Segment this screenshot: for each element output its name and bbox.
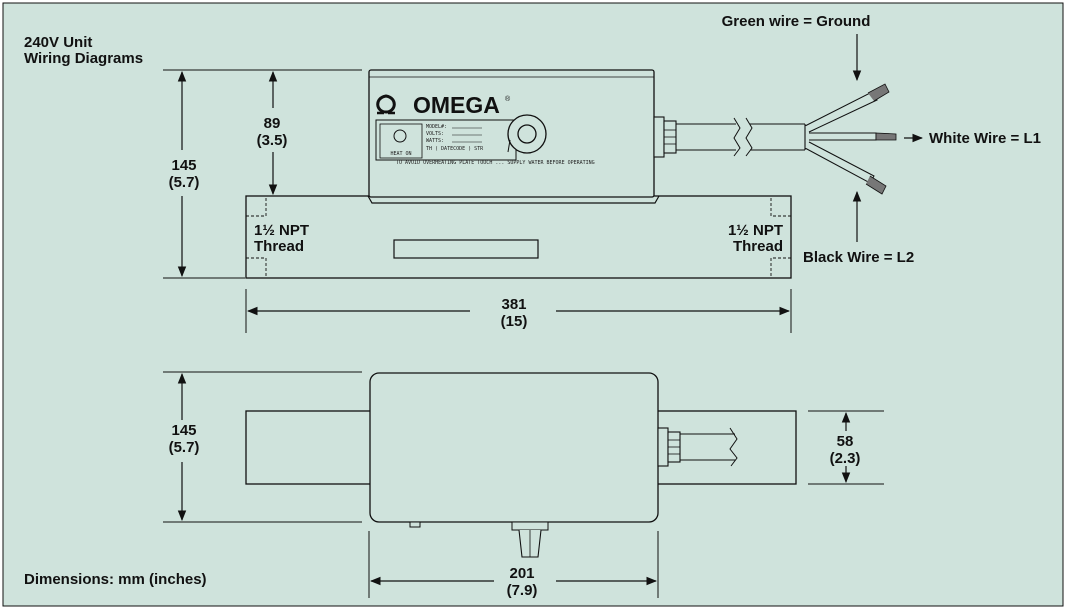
cable-gland-top: [657, 427, 681, 467]
thread-right-line1: 1½ NPT: [728, 222, 783, 239]
pipe-body-front: [245, 195, 792, 279]
thread-marker-right: [770, 196, 791, 278]
title-line1: 240V Unit: [24, 34, 92, 51]
dim-381-mm: 381: [501, 296, 526, 313]
label-green-wire: Green wire = Ground: [722, 13, 871, 30]
heat-indicator-lamp-icon: [393, 129, 407, 143]
dim-145-top-mm: 145: [171, 422, 196, 439]
cable-gland-front: [653, 116, 677, 158]
plate-warning: TO AVOID OVERHEATING PLATE TOUCH ... SUP…: [396, 160, 595, 166]
thread-marker-left: [246, 196, 267, 278]
pipe-label-slot: [393, 239, 539, 259]
omega-logo-icon: [376, 94, 396, 115]
thermostat-knob-icon: [507, 114, 547, 154]
plate-watts: WATTS:: [426, 138, 444, 144]
dim-89-in: (3.5): [257, 132, 288, 149]
control-box-top: [369, 372, 659, 523]
dim-201-mm: 201: [509, 565, 534, 582]
dim-201-in: (7.9): [507, 582, 538, 599]
dimensions-note: Dimensions: mm (inches): [24, 571, 207, 588]
wire-green: [804, 83, 890, 133]
plate-volts: VOLTS:: [426, 131, 444, 137]
thread-left-line1: 1½ NPT: [254, 222, 309, 239]
dim-145-front-mm: 145: [171, 157, 196, 174]
dim-58-in: (2.3): [830, 450, 861, 467]
label-black-wire: Black Wire = L2: [803, 249, 914, 266]
power-cable-front: [676, 117, 806, 157]
dim-89-mm: 89: [264, 115, 281, 132]
wire-white: [809, 132, 897, 141]
plate-model: MODEL#:: [426, 124, 447, 130]
brand-name: OMEGA: [413, 92, 500, 118]
box-base-flange: [367, 195, 660, 204]
power-cable-top: [680, 427, 738, 467]
title-line2: Wiring Diagrams: [24, 50, 143, 67]
wire-black: [804, 141, 887, 195]
label-white-wire: White Wire = L1: [929, 130, 1041, 147]
registered-mark: ®: [505, 95, 511, 103]
plate-datecode: TH ( DATECODE ) STR: [426, 146, 484, 152]
thread-right-line2: Thread: [733, 238, 783, 255]
thread-left-line2: Thread: [254, 238, 304, 255]
dim-145-front-in: (5.7): [169, 174, 200, 191]
dim-58-mm: 58: [837, 433, 854, 450]
heat-indicator-label: HEAT ON: [390, 151, 411, 157]
knob-stem-icon: [409, 521, 549, 558]
dim-145-top-in: (5.7): [169, 439, 200, 456]
dim-381-in: (15): [501, 313, 528, 330]
